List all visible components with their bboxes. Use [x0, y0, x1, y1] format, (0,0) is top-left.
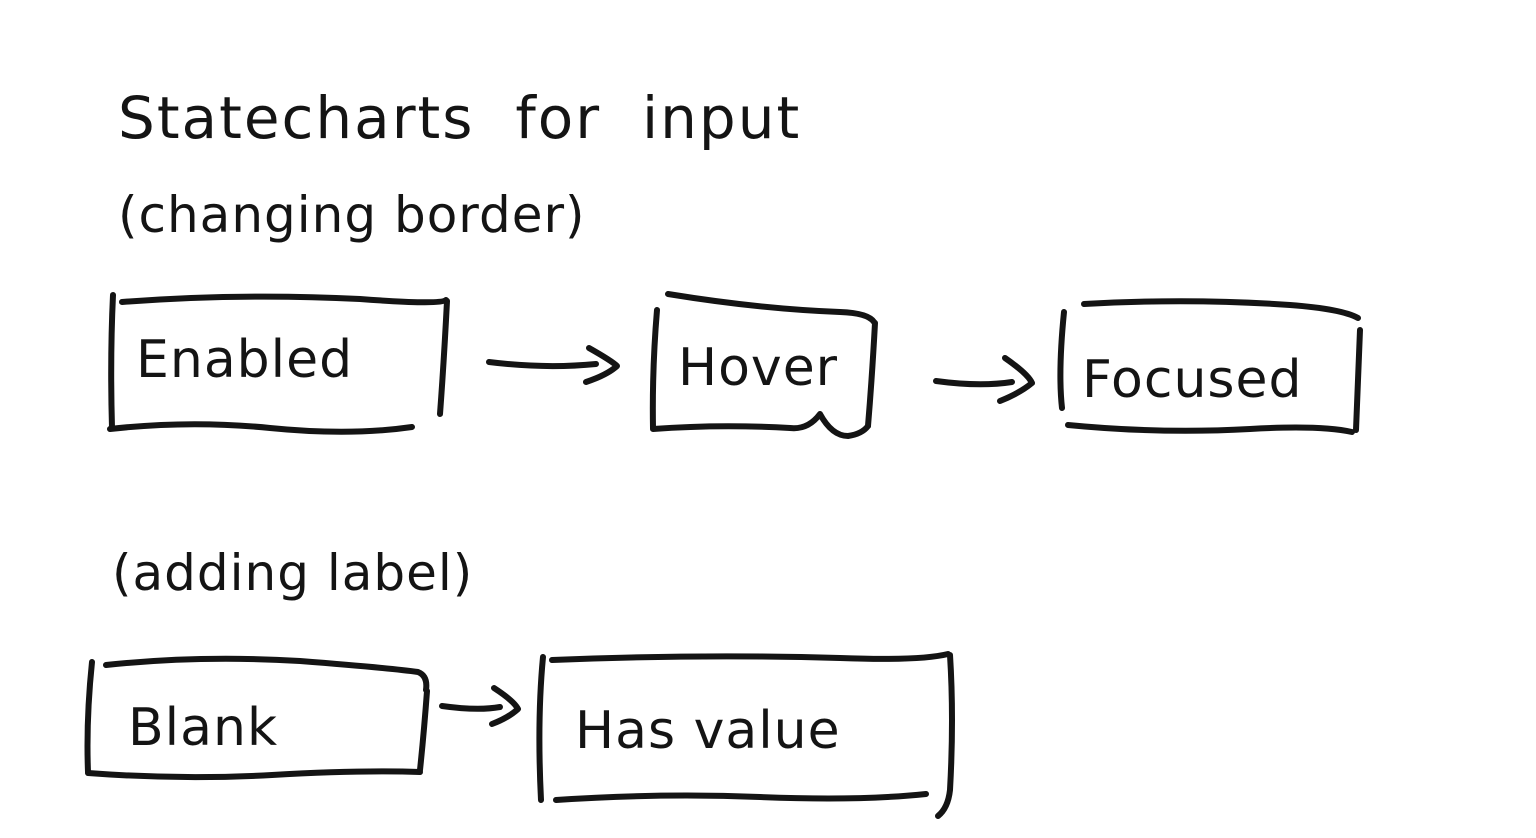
state-box-enabled-right-stroke — [437, 298, 450, 417]
page-title: Statecharts for input — [118, 84, 801, 152]
arrow-head — [489, 685, 521, 727]
state-box-enabled-left-stroke — [108, 292, 116, 431]
arrow-shaft — [486, 359, 599, 370]
section-caption-changing-border: (changing border) — [118, 186, 586, 244]
transition-arrow-hover-to-focused — [933, 355, 1035, 404]
state-box-has-value-top-stroke — [549, 651, 951, 663]
state-box-blank-left-stroke — [84, 659, 95, 775]
state-node-focused[interactable]: Focused — [1057, 298, 1363, 435]
state-node-blank[interactable]: Blank — [84, 655, 430, 781]
state-box-has-value-left-stroke — [536, 654, 546, 803]
section-caption-adding-label: (adding label) — [112, 544, 473, 602]
state-box-enabled-bottom-stroke — [107, 421, 415, 435]
state-label-focused: Focused — [1082, 350, 1303, 410]
state-node-enabled[interactable]: Enabled — [107, 292, 450, 435]
state-box-blank-right-stroke — [417, 688, 430, 773]
state-box-hover-right-stroke — [865, 320, 878, 429]
arrow-shaft — [933, 378, 1015, 388]
arrow-head — [583, 345, 620, 385]
state-label-enabled: Enabled — [136, 330, 353, 390]
state-node-hover[interactable]: Hover — [649, 291, 878, 439]
state-box-focused-bottom-stroke — [1065, 422, 1355, 435]
state-label-hover: Hover — [678, 338, 838, 398]
state-box-focused-top-stroke — [1081, 298, 1361, 321]
state-box-blank-bottom-stroke — [85, 768, 423, 781]
state-box-has-value-right-stroke — [935, 652, 955, 819]
transition-arrow-blank-to-has-value — [439, 685, 521, 727]
state-box-focused-right-stroke — [1353, 327, 1363, 433]
state-label-has-value: Has value — [575, 701, 841, 761]
state-box-hover-bottom-stroke — [650, 411, 871, 439]
state-box-hover-left-stroke — [649, 307, 660, 431]
state-box-focused-left-stroke — [1057, 309, 1067, 411]
state-box-hover-top-stroke — [665, 291, 877, 325]
arrow-shaft — [439, 703, 503, 712]
state-box-blank-top-stroke — [103, 655, 430, 693]
transition-arrow-enabled-to-hover — [486, 345, 620, 385]
state-label-blank: Blank — [128, 698, 278, 758]
arrow-head — [997, 355, 1035, 404]
state-box-has-value-bottom-stroke — [553, 791, 929, 803]
state-box-enabled-top-stroke — [119, 293, 449, 306]
state-node-has-value[interactable]: Has value — [536, 651, 955, 819]
